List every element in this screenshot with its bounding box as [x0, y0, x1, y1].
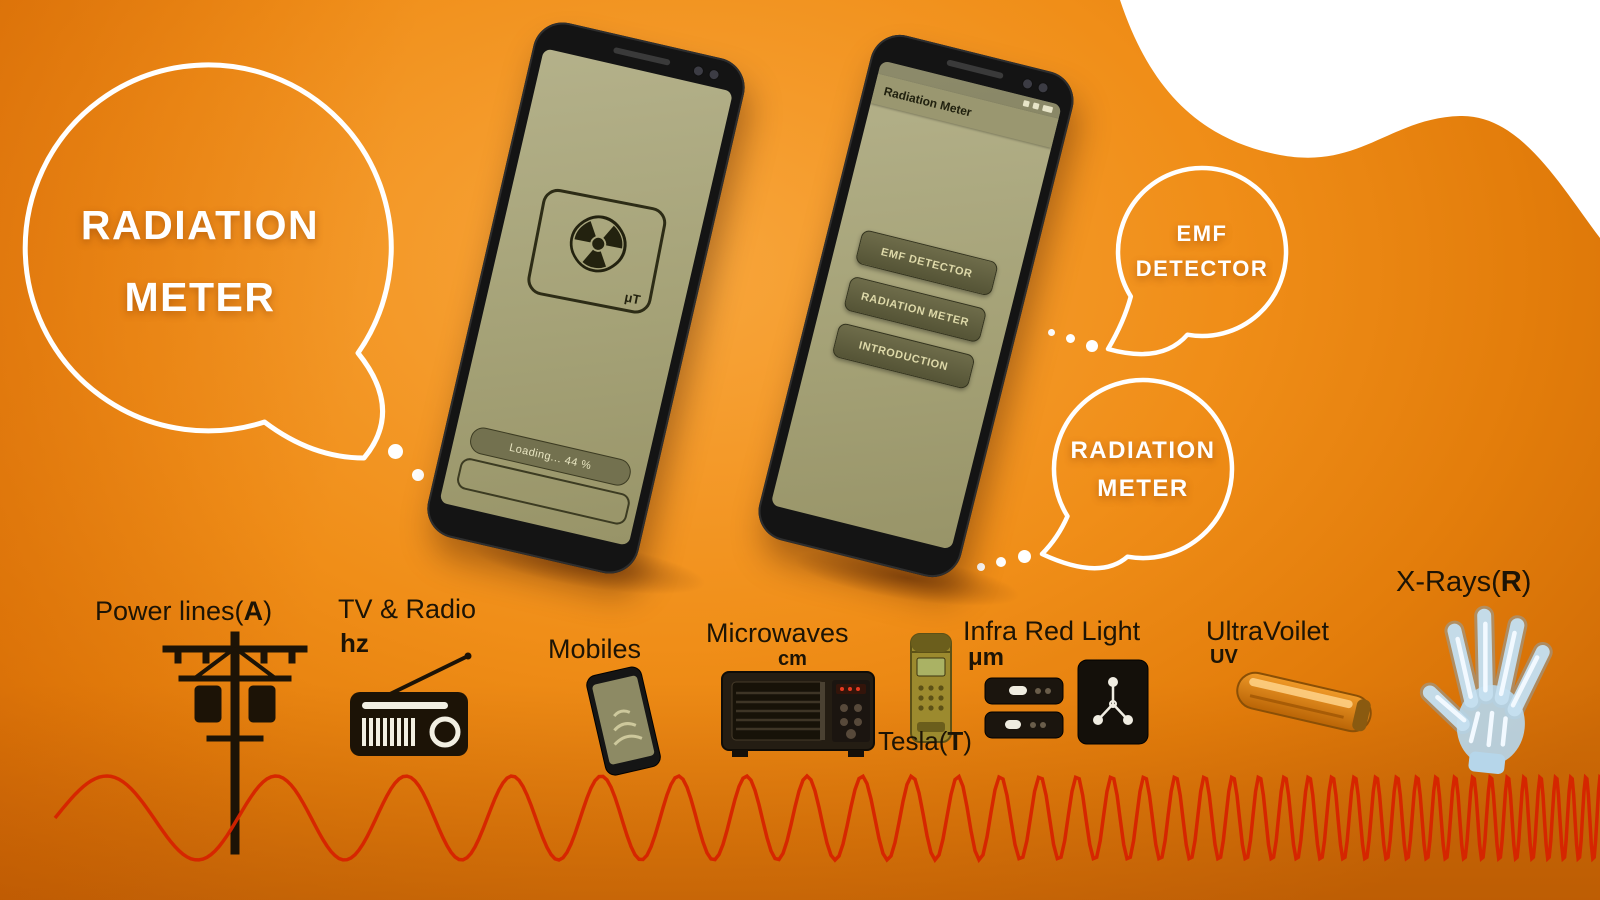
menu-screen: Radiation Meter EMF DETECTOR RADIATION M… [770, 60, 1062, 550]
bubble-dot [1048, 329, 1055, 336]
label-text: Tesla( [878, 726, 948, 756]
label-text: ) [963, 726, 972, 756]
unit-uv: UV [1210, 646, 1238, 668]
phone-menu: Radiation Meter EMF DETECTOR RADIATION M… [752, 28, 1080, 584]
left-bubble-line2: METER [124, 273, 276, 320]
microwave-icon [721, 671, 875, 757]
label-text: ) [1521, 566, 1532, 598]
phone-speaker [612, 46, 671, 66]
phone-camera [691, 64, 706, 78]
splash-screen: ☢ μT Loading... 44 % [439, 48, 734, 546]
label-power-lines: Power lines(A) [95, 596, 272, 627]
label-infrared: Infra Red Light [963, 616, 1141, 646]
label-bold: R [1500, 566, 1522, 598]
xray-hand-icon [1419, 605, 1553, 775]
radiation-speech-bubble-outline [1039, 377, 1235, 571]
radiation-bubble-line1: RADIATION [1070, 437, 1216, 464]
label-xrays: X-Rays(R) [1396, 566, 1531, 599]
radio-icon [350, 652, 472, 756]
phone-camera [707, 67, 721, 82]
bubble-dot [412, 469, 424, 481]
label-text: ) [263, 596, 273, 626]
label-bold: A [243, 596, 264, 626]
bubble-dot [977, 563, 985, 571]
phone-camera [1036, 81, 1050, 95]
mobile-phone-icon [586, 666, 661, 776]
remote-controls-icon [984, 677, 1064, 739]
corner-blob-shape [1120, 0, 1600, 238]
bubble-dot [1086, 340, 1098, 352]
bubble-dot [1066, 334, 1075, 343]
uv-lamp-icon [1236, 671, 1372, 733]
power-tower-icon [162, 631, 308, 855]
label-text: X-Rays( [1396, 566, 1501, 598]
phone-camera [1020, 77, 1035, 91]
radiation-logo-frame: ☢ μT [524, 186, 669, 317]
phone-splash: ☢ μT Loading... 44 % [421, 16, 751, 580]
wifi-icon [1022, 100, 1030, 108]
unit-um: μm [968, 644, 1005, 671]
signal-icon [1032, 102, 1040, 110]
label-microwaves: Microwaves [706, 618, 849, 648]
radiation-bubble-line2: METER [1097, 475, 1189, 503]
label-ultraviolet: UltraVoilet [1206, 616, 1330, 646]
label-bold: T [947, 726, 964, 756]
label-tv-radio: TV & Radio [338, 594, 477, 624]
radiation-icon: ☢ [555, 195, 641, 296]
label-tesla: Tesla(T) [878, 726, 972, 757]
radiation-bubble-text: RADIATION METER [1055, 432, 1231, 509]
phone-speaker [946, 59, 1004, 80]
bubble-dot [388, 444, 403, 459]
emf-bubble-text: EMF DETECTOR [1122, 216, 1282, 286]
emf-bubble-line2: DETECTOR [1135, 256, 1269, 282]
label-mobiles: Mobiles [548, 634, 642, 664]
infrared-device-icon [1077, 659, 1149, 745]
left-bubble-text: RADIATION METER [30, 190, 370, 334]
unit-cm: cm [778, 648, 807, 670]
menu-buttons: EMF DETECTOR RADIATION METER INTRODUCTIO… [809, 223, 1021, 395]
left-bubble-line1: RADIATION [80, 202, 320, 248]
bubble-dot [996, 557, 1006, 567]
battery-icon [1041, 104, 1054, 114]
emf-meter-device-icon [910, 633, 952, 743]
bubble-dot [1018, 550, 1031, 563]
unit-hz: hz [340, 628, 369, 658]
label-text: Power lines( [95, 596, 244, 626]
emf-bubble-line1: EMF [1176, 221, 1228, 246]
logo-unit-label: μT [623, 289, 642, 308]
emf-speech-bubble-outline [1105, 165, 1289, 357]
left-speech-bubble-outline [22, 62, 394, 461]
